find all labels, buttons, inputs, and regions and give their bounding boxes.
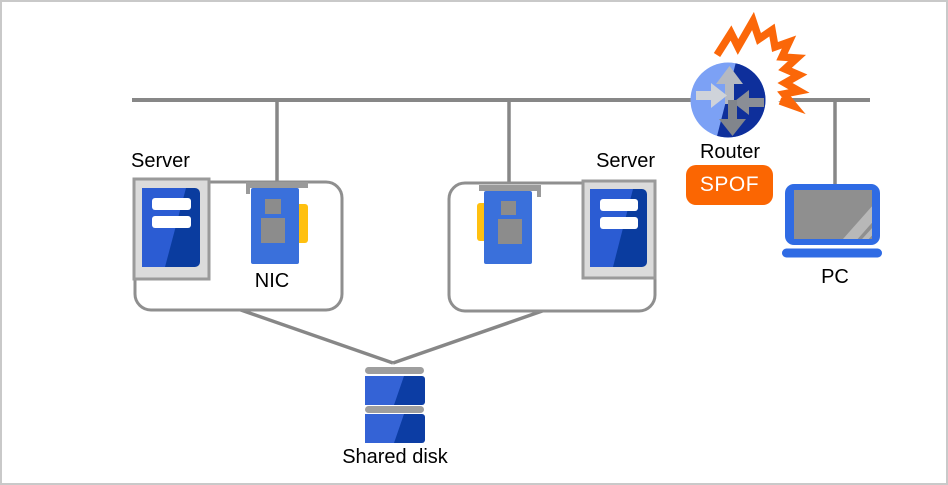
disk-platter-light <box>365 376 404 405</box>
arrow-down-head <box>719 119 746 136</box>
laptop-base <box>782 248 882 258</box>
server-icon-right <box>581 179 657 280</box>
glare-stripe-thin <box>862 228 872 239</box>
shared-disk-icon <box>365 367 425 443</box>
nic-chip-small <box>265 199 281 214</box>
nic-icon-left <box>246 182 308 264</box>
arrow-down-shaft <box>728 100 737 121</box>
nic-chip-large <box>498 219 522 244</box>
disk-cap <box>365 367 424 374</box>
router-arrows <box>696 66 764 136</box>
server-slot <box>600 217 638 229</box>
pc-label: PC <box>821 266 849 288</box>
arrow-left-shaft <box>747 98 764 107</box>
disk-platter-light <box>365 414 404 443</box>
server-slot <box>152 198 191 210</box>
nic-label: NIC <box>254 270 290 292</box>
nic-chip-small <box>501 201 516 215</box>
explosion-zigzag <box>713 11 810 115</box>
explosion-backing <box>717 21 799 106</box>
disk-link-left-line <box>237 307 394 365</box>
shared-disk-label: Shared disk <box>342 446 448 468</box>
server-left-label: Server <box>131 150 190 172</box>
server-right-label: Server <box>596 150 655 172</box>
arrow-up-head <box>716 66 743 84</box>
router-label: Router <box>699 141 761 163</box>
spof-badge: SPOF <box>686 165 773 205</box>
arrow-up-shaft <box>725 82 734 104</box>
disk-cap <box>365 406 424 413</box>
nic-chip-large <box>261 218 285 243</box>
arrow-left-head <box>733 90 749 115</box>
router-icon <box>690 62 766 138</box>
arrow-right-head <box>711 83 727 108</box>
laptop-icon <box>782 184 882 258</box>
server-slot <box>152 216 191 228</box>
explosion-icon <box>713 11 810 115</box>
laptop-screen-glare <box>842 206 872 239</box>
arrow-right-shaft <box>696 91 713 100</box>
nic-icon-right <box>477 185 541 264</box>
disk-link-right-line <box>392 307 549 365</box>
server-icon-left <box>132 177 211 281</box>
server-slot <box>600 199 638 211</box>
glare-stripe-wide <box>842 206 872 239</box>
